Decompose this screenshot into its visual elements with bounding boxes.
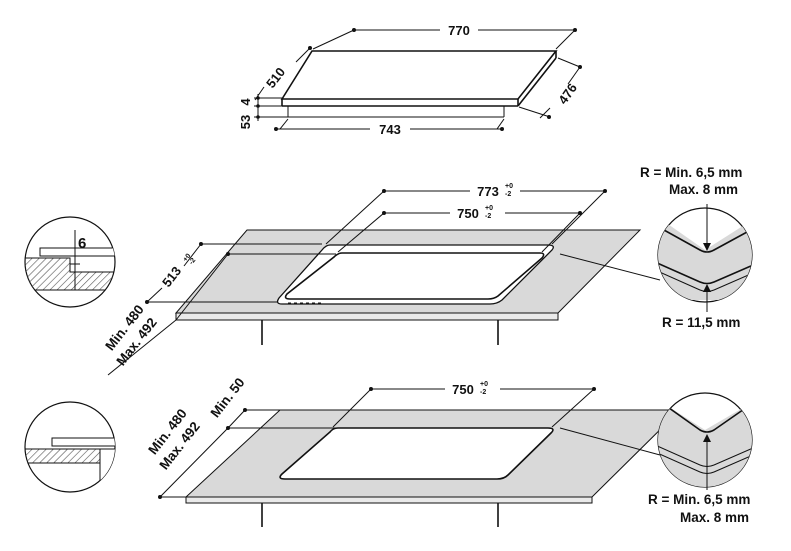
dim-476-ext-low bbox=[518, 106, 551, 118]
dim-770-dot-right bbox=[573, 28, 577, 32]
dim-750a-tol-minus: -2 bbox=[485, 213, 491, 220]
dim-513-label: 513 bbox=[159, 264, 184, 290]
cutout-inner bbox=[284, 252, 545, 300]
dim-743-dot-right bbox=[500, 127, 504, 131]
radius-detail-flush: R = Min. 6,5 mm Max. 8 mm R = 11,5 mm bbox=[559, 165, 753, 330]
dim-750b-ext-right bbox=[551, 388, 595, 428]
dim-thk-dot-b bbox=[256, 104, 260, 108]
dim-476-line-high bbox=[567, 66, 581, 85]
dim-773-tol-plus: +0 bbox=[505, 183, 513, 190]
dim-480b-dot-bot bbox=[158, 495, 162, 499]
radius-outer-edge bbox=[658, 224, 752, 253]
dim-480a-leader bbox=[107, 319, 177, 376]
standard-edge-body bbox=[99, 448, 115, 481]
dim-513-dot-top bbox=[199, 242, 203, 246]
dim-thk-dot-c bbox=[256, 115, 260, 119]
dim-480a-dot-top bbox=[226, 252, 230, 256]
radius-arrowhead-bot bbox=[703, 284, 711, 292]
radius-std-arrowhead bbox=[703, 434, 711, 442]
dim-743-dot-left bbox=[274, 127, 278, 131]
dim-750b-label: 750 bbox=[452, 382, 474, 397]
dim-510-label: 510 bbox=[263, 65, 288, 91]
radius-detail-standard-fill bbox=[658, 398, 752, 487]
dim-510-line-high bbox=[295, 47, 311, 63]
standard-edge-hatch bbox=[25, 448, 101, 464]
dim-750b-ext-left bbox=[332, 388, 372, 428]
flush-installation: 773 +0 -2 750 +0 -2 513 +0 -2 Min. 480 M… bbox=[102, 183, 642, 376]
dim-510-dot bbox=[308, 46, 312, 50]
radius-detail-flush-fill bbox=[658, 215, 752, 300]
hob-edge-side bbox=[517, 57, 557, 107]
dim-476-dot-high bbox=[578, 65, 582, 69]
dim-50-line bbox=[227, 409, 246, 429]
dim-476-ext bbox=[557, 57, 581, 68]
standard-edge-glass bbox=[51, 437, 115, 447]
radius-detail-standard: R = Min. 6,5 mm Max. 8 mm bbox=[559, 392, 753, 525]
dim-53-label: 53 bbox=[238, 115, 253, 129]
dim-476-line-low bbox=[539, 107, 551, 119]
standard-edge-detail bbox=[24, 401, 116, 493]
dim-750b-tol-plus: +0 bbox=[480, 381, 488, 388]
dim-513-line-bot bbox=[146, 287, 163, 303]
dim-513-tol-minus: -2 bbox=[188, 257, 197, 266]
radius-std-min: R = Min. 6,5 mm bbox=[648, 492, 750, 507]
dim-513-line-top bbox=[183, 243, 202, 267]
dim-770-ext-left bbox=[312, 29, 355, 50]
dim-480b-line bbox=[159, 427, 229, 498]
radius-inner-edge bbox=[658, 261, 752, 285]
dim-773-tol-minus: -2 bbox=[505, 191, 511, 198]
dim-773-ext-left bbox=[325, 190, 385, 245]
dim-770-dot-left bbox=[352, 28, 356, 32]
hob-top-surface bbox=[280, 50, 558, 100]
dim-750a-tol-plus: +0 bbox=[485, 205, 493, 212]
radius-std-edge bbox=[658, 397, 752, 433]
rebate-detail: 6 bbox=[24, 216, 116, 308]
radius-inner-label: R = 11,5 mm bbox=[662, 315, 740, 330]
dim-513-dot-bot bbox=[145, 300, 149, 304]
standard-edge-detail-circle bbox=[24, 401, 116, 493]
dim-480a-line bbox=[175, 253, 229, 321]
dim-thk-dot-a bbox=[256, 96, 260, 100]
dim-773-ext-right bbox=[551, 190, 606, 245]
dim-743-ext-left bbox=[279, 118, 289, 130]
dim-513-tol-plus: +0 bbox=[182, 253, 192, 264]
dim-773-label: 773 bbox=[477, 184, 499, 199]
hob-perspective: 770 510 476 743 4 53 bbox=[238, 23, 582, 137]
radius-detail-flush-leader bbox=[559, 253, 661, 281]
radius-outer-max: Max. 8 mm bbox=[669, 182, 738, 197]
radius-outer-min: R = Min. 6,5 mm bbox=[640, 165, 742, 180]
radius-arrowhead-top bbox=[703, 243, 711, 251]
dim-770-ext-right bbox=[555, 29, 576, 50]
dim-476-dot-low bbox=[547, 115, 551, 119]
rebate-hatch bbox=[25, 257, 115, 291]
dim-743-ext-right bbox=[496, 118, 505, 130]
standard-installation: 750 +0 -2 Min. 480 Max. 492 Min. 50 bbox=[145, 375, 682, 527]
dim-50-dot-top bbox=[243, 408, 247, 412]
dim-770-label: 770 bbox=[448, 23, 470, 38]
dim-743-label: 743 bbox=[379, 122, 401, 137]
dim-750a-ext-right bbox=[541, 212, 581, 253]
cutout-standard bbox=[279, 427, 554, 480]
dim-750a-ext-left bbox=[337, 212, 385, 253]
radius-std-max: Max. 8 mm bbox=[680, 510, 749, 525]
worktop-standard-edge bbox=[185, 496, 593, 504]
dim-4-label: 4 bbox=[238, 98, 253, 106]
dim-750b-tol-minus: -2 bbox=[480, 389, 486, 396]
rebate-depth-label: 6 bbox=[78, 235, 86, 252]
dim-476-label: 476 bbox=[555, 81, 580, 107]
worktop-flush-edge bbox=[175, 312, 559, 321]
radius-detail-standard-leader bbox=[559, 427, 661, 456]
dim-750a-label: 750 bbox=[457, 206, 479, 221]
